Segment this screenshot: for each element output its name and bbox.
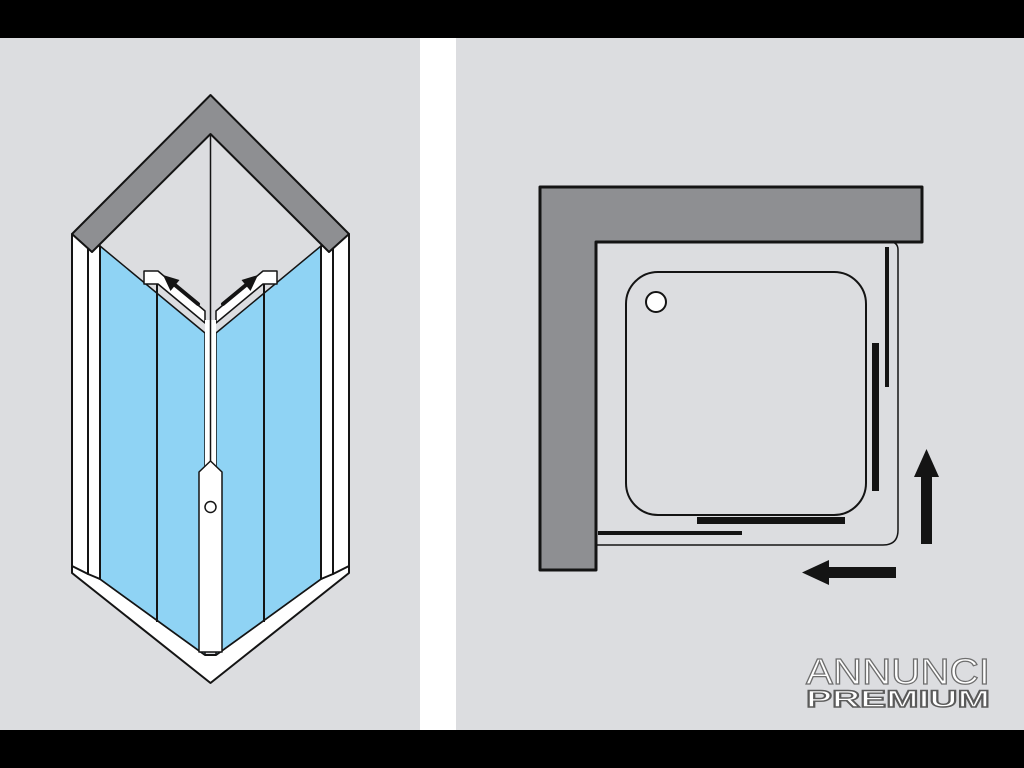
arrow-up-icon: [914, 449, 939, 544]
front-sliding-door: [697, 517, 845, 524]
right-fixed-panel: [885, 247, 889, 387]
arrow-up-right-icon: [221, 275, 258, 306]
right-wall-profile: [320, 243, 334, 580]
shower-tray-outline: [595, 241, 899, 546]
arrow-left-shaft: [826, 567, 896, 578]
watermark-logo: ANNUNCI PREMIUM: [805, 650, 990, 713]
panel-divider: [420, 38, 456, 730]
plan-drain-icon: [645, 291, 667, 313]
arrow-up-left-icon: [163, 275, 200, 306]
corner-walls: [538, 185, 924, 572]
left-wall-post: [71, 233, 89, 575]
drain-icon: [204, 500, 217, 514]
arrow-up-right-head: [241, 275, 258, 291]
arrow-up-head: [914, 449, 939, 477]
front-fixed-panel: [598, 531, 742, 535]
arrow-up-left-shaft: [173, 283, 200, 306]
arrow-up-right-shaft: [221, 283, 248, 306]
corner-wall-top: [71, 94, 350, 253]
plan-view: [538, 185, 939, 585]
arrow-up-left-head: [163, 275, 180, 291]
tray-basin: [625, 271, 867, 516]
watermark-line1: ANNUNCI: [806, 651, 990, 692]
arrow-left-head: [802, 560, 829, 585]
right-sliding-door: [872, 343, 879, 491]
left-wall-profile: [87, 243, 101, 580]
arrow-up-shaft: [921, 474, 932, 544]
arrow-left-icon: [802, 560, 896, 585]
isometric-shower-view: [71, 94, 350, 684]
watermark-line2: PREMIUM: [806, 686, 990, 713]
tray-floor-center: [198, 460, 223, 653]
right-wall-post: [332, 233, 350, 575]
